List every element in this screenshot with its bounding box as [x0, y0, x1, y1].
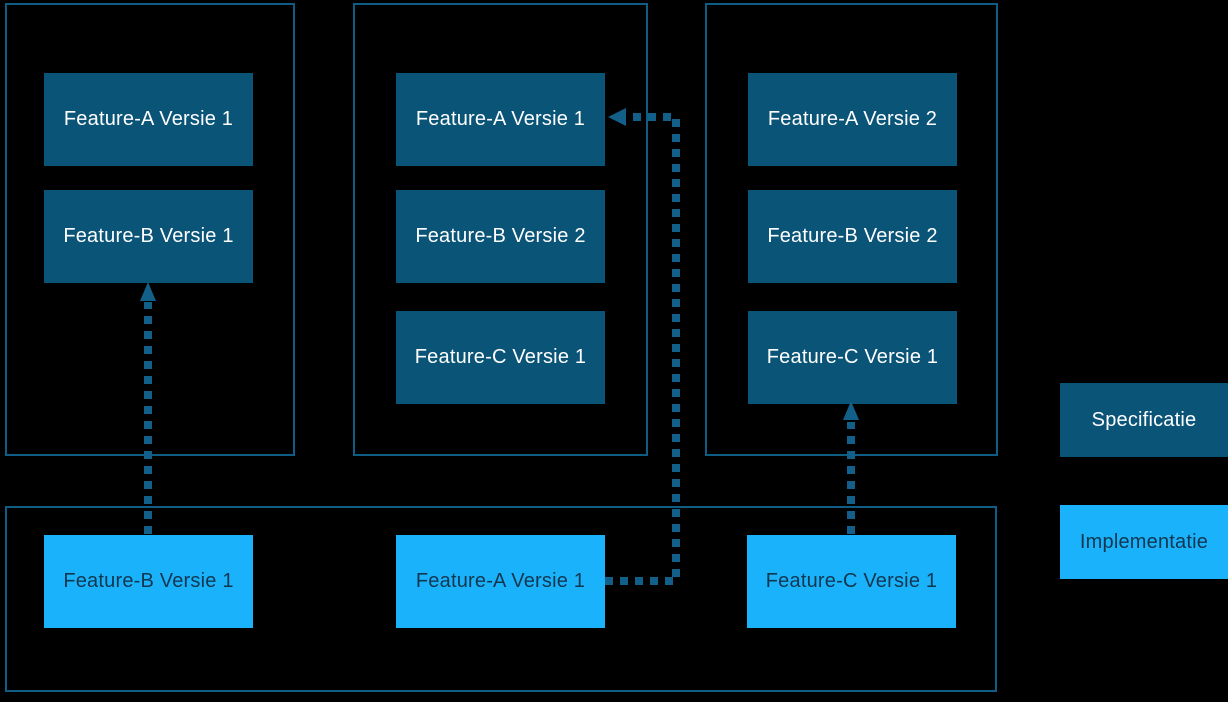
legend-specification-swatch: Specificatie — [1060, 383, 1228, 457]
spec-box-feature-c-versie-1: Feature-C Versie 1 — [748, 311, 957, 404]
spec-box-label: Feature-A Versie 1 — [63, 108, 234, 130]
specification-container-3: Feature-A Versie 2 Feature-B Versie 2 Fe… — [705, 3, 998, 456]
impl-box-label: Feature-B Versie 1 — [63, 570, 234, 592]
spec-box-label: Feature-B Versie 1 — [63, 225, 234, 247]
implementation-container: Feature-B Versie 1 Feature-A Versie 1 Fe… — [5, 506, 997, 692]
impl-box-feature-c-versie-1: Feature-C Versie 1 — [747, 535, 956, 628]
legend-implementation-swatch: Implementatie — [1060, 505, 1228, 579]
spec-box-feature-a-versie-2: Feature-A Versie 2 — [748, 73, 957, 166]
spec-box-label: Feature-C Versie 1 — [766, 346, 939, 368]
impl-box-feature-b-versie-1: Feature-B Versie 1 — [44, 535, 253, 628]
specification-container-1: Feature-A Versie 1 Feature-B Versie 1 — [5, 3, 295, 456]
spec-box-label: Feature-A Versie 1 — [415, 108, 586, 130]
spec-box-feature-a-versie-1: Feature-A Versie 1 — [44, 73, 253, 166]
spec-box-feature-a-versie-1: Feature-A Versie 1 — [396, 73, 605, 166]
spec-box-feature-c-versie-1: Feature-C Versie 1 — [396, 311, 605, 404]
impl-box-feature-a-versie-1: Feature-A Versie 1 — [396, 535, 605, 628]
legend-specification-label: Specificatie — [1091, 408, 1197, 431]
spec-box-label: Feature-C Versie 1 — [414, 346, 587, 368]
impl-box-label: Feature-C Versie 1 — [765, 570, 938, 592]
legend-implementation-label: Implementatie — [1079, 530, 1209, 553]
spec-box-label: Feature-A Versie 2 — [767, 108, 938, 130]
spec-box-label: Feature-B Versie 2 — [767, 225, 938, 247]
spec-box-feature-b-versie-1: Feature-B Versie 1 — [44, 190, 253, 283]
spec-box-feature-b-versie-2: Feature-B Versie 2 — [396, 190, 605, 283]
spec-box-label: Feature-B Versie 2 — [415, 225, 586, 247]
specification-container-2: Feature-A Versie 1 Feature-B Versie 2 Fe… — [353, 3, 648, 456]
impl-box-label: Feature-A Versie 1 — [415, 570, 586, 592]
spec-box-feature-b-versie-2: Feature-B Versie 2 — [748, 190, 957, 283]
